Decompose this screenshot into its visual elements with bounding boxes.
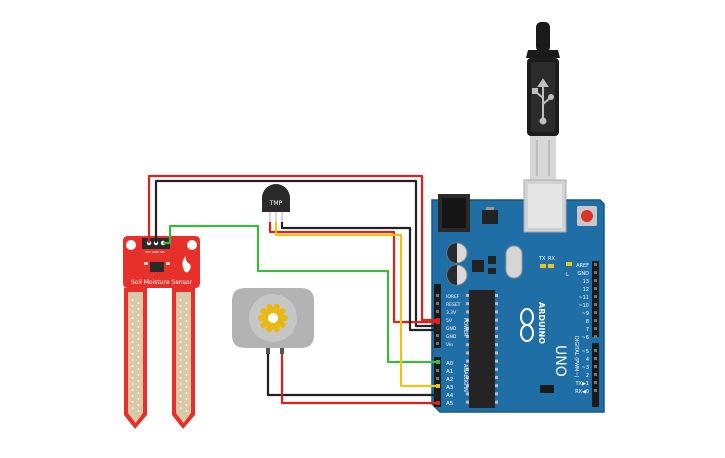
header-pin[interactable]: [594, 295, 597, 298]
reset-button[interactable]: [577, 206, 597, 226]
wire-sensor-vcc: [147, 174, 437, 322]
header-pin[interactable]: [594, 287, 597, 290]
analog-pin-label: A5: [446, 401, 454, 407]
atmega-chip: [466, 290, 498, 408]
header-pin[interactable]: [436, 334, 439, 337]
digital-pin-label: 13: [583, 279, 589, 285]
wire-terminal: [436, 401, 440, 405]
digital-pin-label: RX◀0: [575, 389, 589, 395]
sparkfun-flame-icon: [182, 256, 191, 273]
analog-pin-label: A3: [446, 385, 454, 391]
power-pin-label: RESET: [446, 302, 461, 308]
header-pin[interactable]: [436, 369, 439, 372]
wire-sensor-sig: [163, 224, 437, 364]
header-pin[interactable]: [436, 302, 439, 305]
wire-terminal: [436, 328, 440, 332]
sensor-pin-gnd: GND: [152, 250, 160, 254]
header-pin[interactable]: [436, 294, 439, 297]
digital-pin-label: ~6: [582, 335, 589, 341]
header-pin[interactable]: [594, 303, 597, 306]
power-pin-label: 3.3V: [446, 310, 457, 316]
header-pin[interactable]: [594, 357, 597, 360]
analog-pin-label: A1: [446, 369, 453, 375]
header-pin[interactable]: [594, 389, 597, 392]
header-pin[interactable]: [594, 327, 597, 330]
analog-header: [434, 357, 441, 407]
led-label-tx: TX: [538, 256, 546, 262]
header-pin[interactable]: [594, 319, 597, 322]
soil-moisture-sensor[interactable]: VCC GND SIG Soil Moisture Sensor: [123, 236, 200, 429]
wire-sensor-gnd: [154, 179, 437, 328]
header-pin[interactable]: [436, 342, 439, 345]
header-pin[interactable]: [594, 263, 597, 266]
header-pin[interactable]: [594, 279, 597, 282]
power-pin-label: GND: [446, 334, 457, 340]
digital-pin-label: 7: [586, 327, 589, 333]
digital-pin-label: ~9: [582, 311, 589, 317]
wire-terminal: [436, 360, 440, 364]
power-section-label: POWER: [462, 318, 468, 337]
sensor-pin-sig: SIG: [160, 250, 166, 254]
power-header: [434, 284, 441, 348]
header-pin[interactable]: [594, 349, 597, 352]
icsp-header: [540, 385, 554, 393]
wire-terminal: [436, 320, 440, 324]
led-label-l: L: [566, 272, 569, 278]
digital-pin-label: ~10: [578, 303, 589, 309]
wire-motor-power: [280, 354, 437, 405]
sensor-title: Soil Moisture Sensor: [131, 279, 193, 286]
arduino-logo: [520, 308, 534, 342]
capacitor: [446, 242, 468, 264]
digital-pin-label: 4: [586, 357, 589, 363]
sensor-pin-vcc: VCC: [145, 250, 151, 254]
header-pin[interactable]: [594, 373, 597, 376]
power-pin-label: GND: [446, 326, 457, 332]
arduino-brand: ARDUINO: [537, 302, 546, 344]
analog-pin-label: A2: [446, 377, 453, 383]
wire-terminal: [436, 324, 440, 328]
power-pin-label: IOREF: [446, 294, 460, 300]
analog-section-label: ANALOG IN: [462, 364, 468, 392]
digital-pin-label: 12: [583, 287, 589, 293]
capacitor: [446, 264, 468, 286]
tmp-temperature-sensor[interactable]: TMP: [262, 184, 290, 222]
arduino-uno-board[interactable]: L TX RX ARDUINO UNO POWER ANALOG IN DIGI…: [431, 179, 605, 413]
usb-cable[interactable]: [526, 22, 560, 180]
analog-pin-label: A0: [446, 361, 454, 367]
header-pin[interactable]: [436, 377, 439, 380]
digital-pin-label: ~5: [582, 349, 589, 355]
digital-pin-label: TX▶1: [574, 381, 589, 387]
wire-tmp-gnd: [280, 222, 437, 332]
tmp-label: TMP: [269, 200, 283, 207]
header-pin[interactable]: [594, 335, 597, 338]
wire-motor-gnd: [266, 354, 437, 397]
dc-motor[interactable]: [232, 288, 314, 354]
digital-pin-label: ~11: [578, 295, 589, 301]
power-pin-label: 5V: [446, 318, 453, 324]
header-pin[interactable]: [594, 311, 597, 314]
header-pin[interactable]: [594, 365, 597, 368]
led-label-rx: RX: [548, 256, 555, 262]
wire-tmp-signal: [274, 222, 437, 388]
digital-pin-label: AREF: [576, 263, 589, 269]
wire-tmp-vcc: [268, 222, 437, 324]
header-pin[interactable]: [594, 381, 597, 384]
arduino-model: UNO: [552, 345, 568, 377]
digital-pin-labels: AREF GND 13 12 ~11 ~10 ~9 8 7 ~6 ~5 4 ~3 2TX▶1RX◀0: [574, 263, 597, 395]
header-pin[interactable]: [436, 310, 439, 313]
crystal-oscillator: [505, 245, 523, 279]
digital-pin-label: 2: [586, 373, 589, 379]
power-pin-label: Vin: [446, 342, 453, 348]
analog-pin-label: A4: [446, 393, 454, 399]
header-pin[interactable]: [594, 271, 597, 274]
usb-icon: [532, 78, 554, 125]
digital-pin-label: 8: [586, 319, 589, 325]
wire-terminal: [436, 384, 440, 388]
digital-pin-label: GND: [578, 271, 590, 277]
digital-pin-label: ~3: [582, 365, 589, 371]
wire-terminal: [436, 393, 440, 397]
digital-header-high: [592, 261, 599, 337]
digital-section-label: DIGITAL (PWM~): [573, 336, 579, 378]
